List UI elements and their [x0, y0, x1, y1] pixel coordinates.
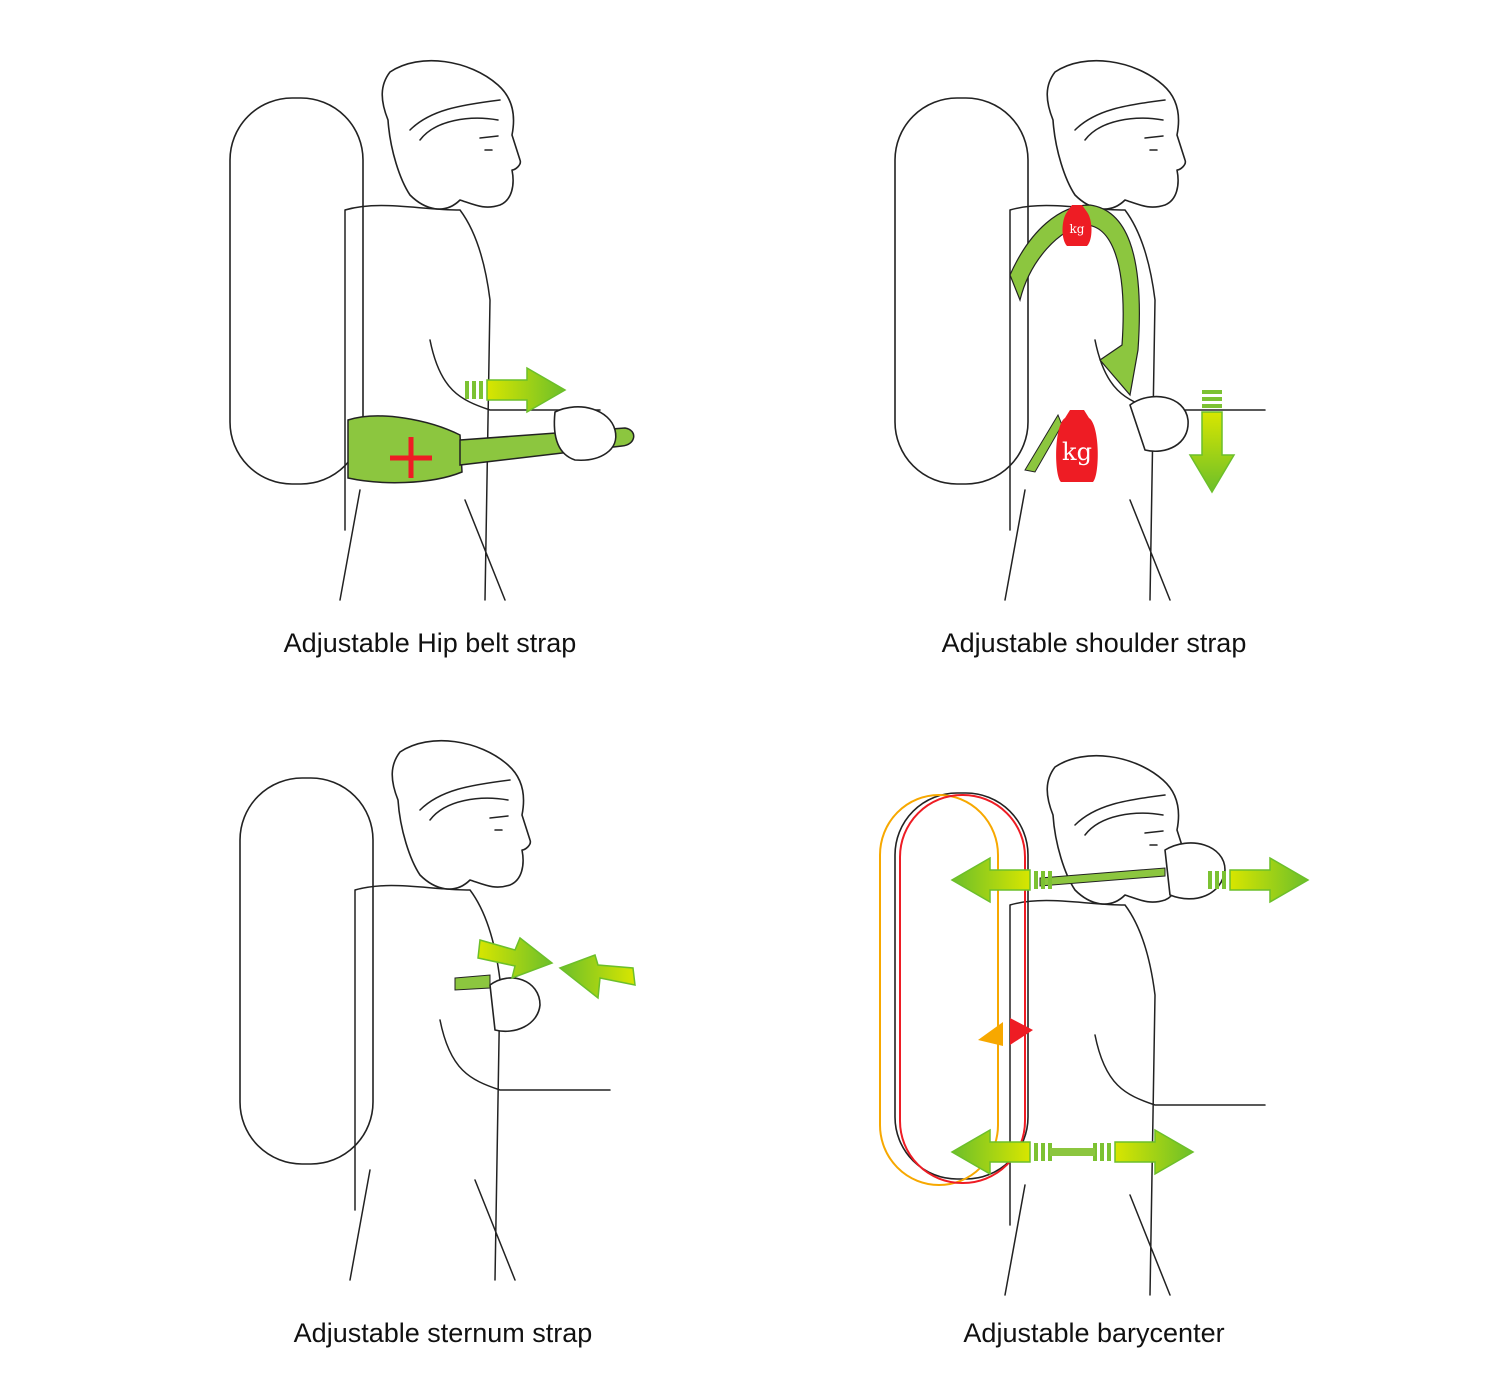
caption-barycenter: Adjustable barycenter: [963, 1318, 1225, 1348]
down-arrow-icon: [1188, 390, 1236, 494]
panel-barycenter-art: [879, 754, 1309, 1296]
inward-arrow-right-icon: [477, 936, 554, 980]
sternum-strap: [454, 974, 491, 991]
hip-belt: [347, 415, 463, 484]
barycenter-orange-triangle-icon: [978, 1022, 1003, 1046]
panel-hip-belt-art: [229, 59, 635, 601]
pull-arrow-icon: [464, 367, 566, 413]
weight-large-label: kg: [1062, 438, 1092, 466]
panel-shoulder-strap-art: kg kg: [894, 59, 1266, 601]
weight-large-icon: kg: [1056, 410, 1098, 482]
barycenter-red-triangle-icon: [1010, 1018, 1033, 1045]
caption-sternum-strap: Adjustable sternum strap: [293, 1318, 593, 1348]
hip-right-arrow-icon: [1092, 1129, 1194, 1175]
weight-small-icon: kg: [1062, 205, 1092, 246]
weight-small-label: kg: [1070, 222, 1085, 236]
tighten-plus-icon: [390, 437, 432, 478]
panel-sternum-strap-art: [239, 739, 636, 1281]
caption-hip-belt: Adjustable Hip belt strap: [283, 628, 577, 658]
caption-shoulder-strap: Adjustable shoulder strap: [941, 628, 1247, 658]
inward-arrow-left-icon: [558, 954, 636, 1000]
